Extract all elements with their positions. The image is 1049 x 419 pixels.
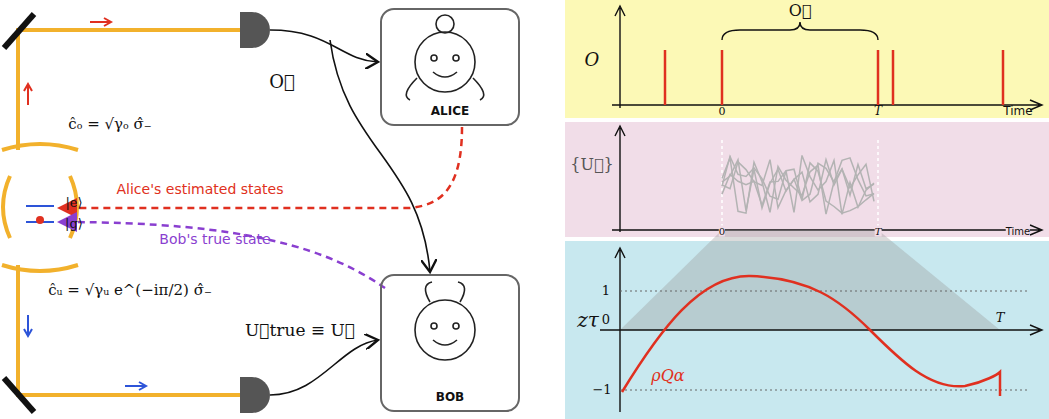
agent-name: BOB [382,390,518,404]
axis-label: Time [1006,226,1030,237]
agent-box: BOB [380,274,520,412]
arrow-label: Alice's estimated states [117,182,284,197]
record-label: U⃡true ≡ U⃡ [245,321,355,340]
arrow-label: Bob's true state [159,232,270,247]
tick-label: T [996,311,1005,325]
axis-label: O [585,50,600,70]
record-label: O⃡ [269,72,295,92]
operator-label: ĉₒ = √γₒ σ̂₋ [68,116,152,133]
axis-label: {U⃡} [570,156,613,174]
tick-label: 0 [719,226,725,237]
noise-trace [722,155,874,214]
curve-label: ρQα [651,367,684,385]
operator-label: ĉᵤ = √γᵤ e^(−iπ/2) σ̂₋ [48,282,212,299]
tick-label: 1 [602,284,610,298]
tick-label: 0 [719,106,726,118]
agent-box: ALICE [380,8,520,126]
tick-label: 0 [602,313,610,327]
tick-label: T [874,105,882,118]
tick-label: T [875,226,882,237]
axis-label: zτ [577,309,599,331]
axis-label: Time [1003,105,1032,118]
state-label: |e⟩ [65,196,82,210]
state-label: |g⟩ [65,217,83,231]
brace-label: O⃡ [789,2,812,20]
tick-label: −1 [592,383,611,397]
agent-name: ALICE [382,104,518,118]
